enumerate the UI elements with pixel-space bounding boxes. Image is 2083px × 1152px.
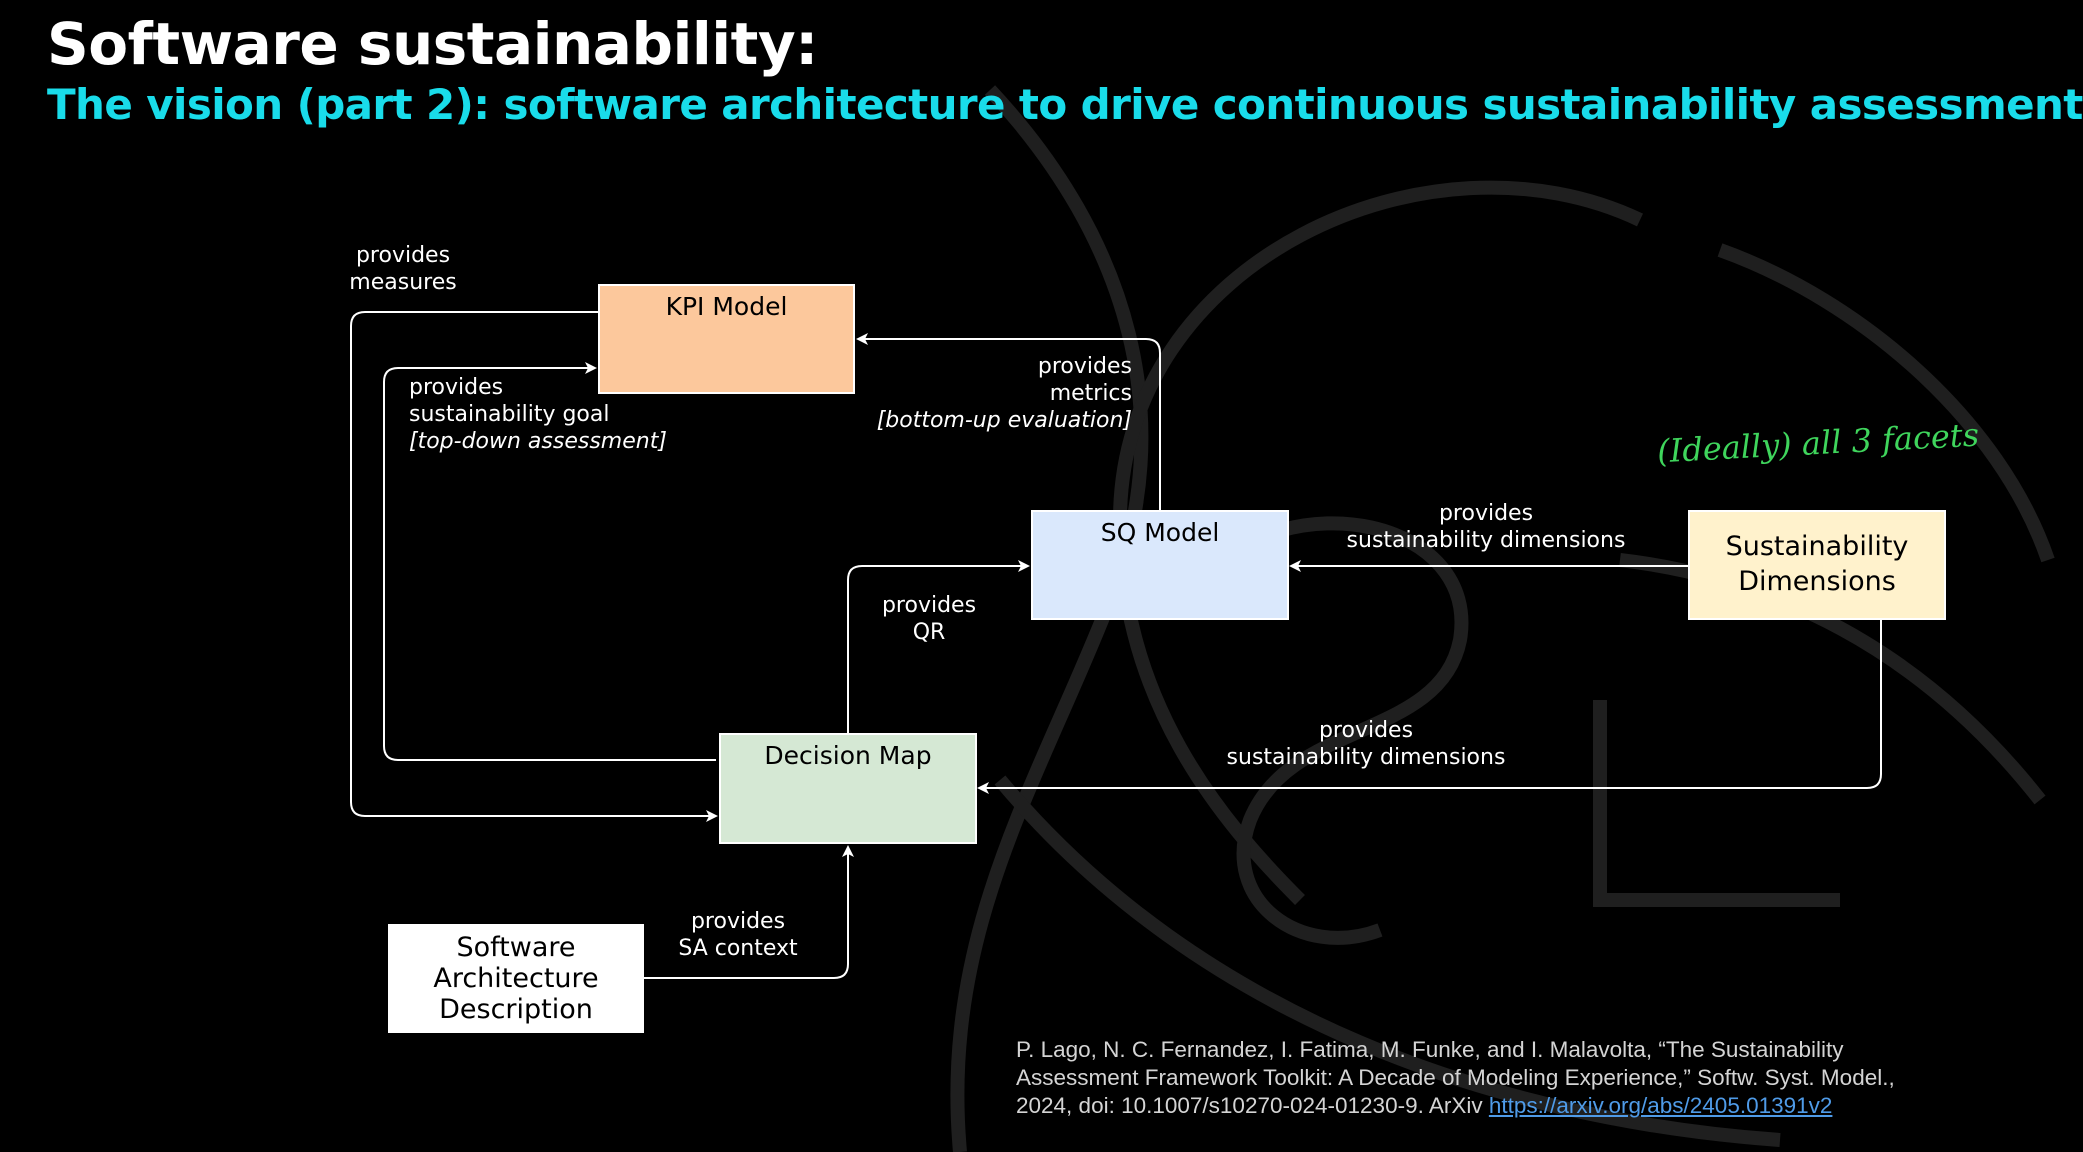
sa-description-line3: Description	[439, 994, 593, 1026]
label-provides-goal: provides sustainability goal [top-down a…	[409, 375, 667, 454]
label-provides-measures: provides measures	[349, 243, 457, 295]
sa-description-line2: Architecture	[433, 962, 599, 994]
citation-line1: P. Lago, N. C. Fernandez, I. Fatima, M. …	[1016, 1037, 1844, 1062]
label-provides-dm-dimensions: provides sustainability dimensions	[1226, 718, 1506, 770]
edge-metrics	[856, 333, 1161, 512]
sustainability-dimensions-line2: Dimensions	[1738, 566, 1896, 597]
label-provides-qr: provides QR	[881, 593, 977, 645]
citation: P. Lago, N. C. Fernandez, I. Fatima, M. …	[1016, 1036, 1895, 1120]
decision-map-label: Decision Map	[764, 741, 932, 770]
sa-description-line1: Software	[456, 931, 576, 963]
kpi-model-box: KPI Model	[598, 284, 855, 394]
slide-subtitle: The vision (part 2): software architectu…	[47, 80, 2083, 129]
kpi-model-label: KPI Model	[665, 292, 788, 321]
slide-title: Software sustainability:	[47, 10, 818, 78]
edge-goal	[383, 362, 716, 761]
label-provides-sq-dimensions: provides sustainability dimensions	[1346, 501, 1626, 553]
edge-dm-dims	[977, 620, 1882, 794]
edge-qr	[847, 560, 1030, 734]
sq-model-box: SQ Model	[1031, 510, 1289, 620]
edge-measures	[350, 311, 718, 822]
label-provides-sa-context: provides SA context	[678, 909, 798, 961]
sa-description-box: Software Architecture Description	[388, 924, 644, 1033]
label-provides-metrics: provides metrics [bottom-up evaluation]	[876, 354, 1132, 433]
arxiv-link[interactable]: https://arxiv.org/abs/2405.01391v2	[1488, 1093, 1833, 1118]
citation-line3: 2024, doi: 10.1007/s10270-024-01230-9. A…	[1016, 1093, 1833, 1118]
edge-sa-context	[643, 845, 854, 979]
citation-line2: Assessment Framework Toolkit: A Decade o…	[1016, 1065, 1895, 1090]
sustainability-dimensions-box: Sustainability Dimensions	[1688, 510, 1946, 620]
decision-map-box: Decision Map	[719, 733, 977, 844]
sustainability-dimensions-line1: Sustainability	[1725, 531, 1909, 563]
sq-model-label: SQ Model	[1100, 518, 1220, 547]
